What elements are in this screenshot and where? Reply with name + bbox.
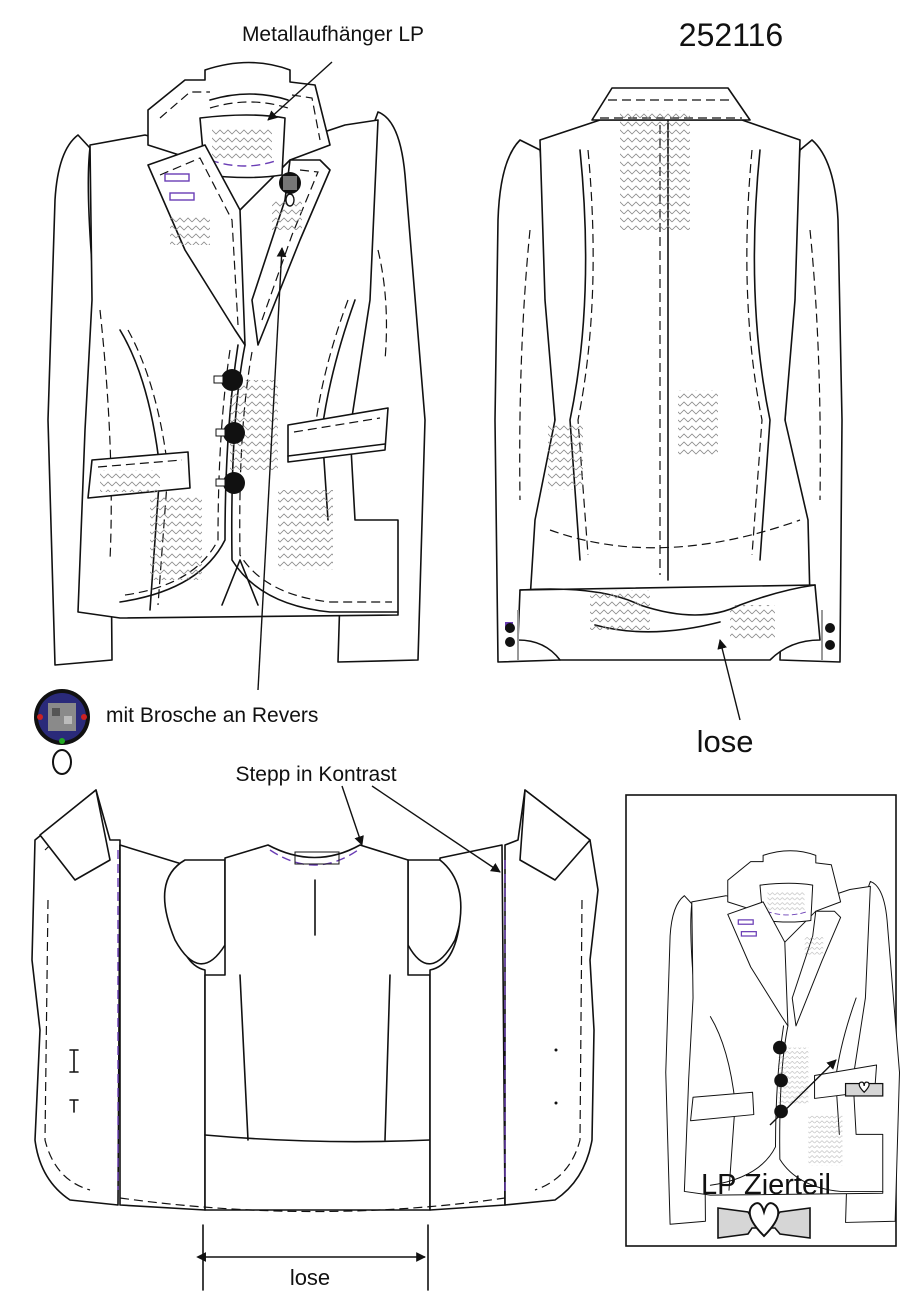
button-icon bbox=[223, 422, 245, 444]
inside-right-facing bbox=[504, 789, 599, 1206]
back-view bbox=[494, 87, 843, 663]
brooch-icon bbox=[34, 689, 90, 775]
trim-part-label: LP Zierteil bbox=[701, 1169, 831, 1201]
style-number: 252116 bbox=[679, 17, 783, 53]
front-right-pocket-flap bbox=[287, 407, 389, 463]
front-buttons bbox=[213, 369, 245, 494]
loose-lining-label: lose bbox=[290, 1265, 330, 1290]
lapel-brooch-icon bbox=[279, 172, 301, 207]
button-icon bbox=[221, 369, 243, 391]
contrast-stitch-label: Stepp in Kontrast bbox=[235, 763, 396, 786]
hanger-label: Metallaufhänger LP bbox=[242, 23, 424, 46]
inside-center-lining bbox=[204, 844, 431, 1211]
inset-front-view bbox=[665, 850, 900, 1225]
brooch-label: mit Brosche an Revers bbox=[106, 704, 318, 727]
inside-view bbox=[31, 789, 599, 1213]
front-view bbox=[47, 61, 426, 666]
inside-right-lining bbox=[429, 844, 506, 1211]
annotation-arrows bbox=[196, 61, 837, 1291]
loose-back-label: lose bbox=[697, 724, 754, 759]
heart-trim-icon bbox=[717, 1202, 811, 1239]
button-icon bbox=[223, 472, 245, 494]
